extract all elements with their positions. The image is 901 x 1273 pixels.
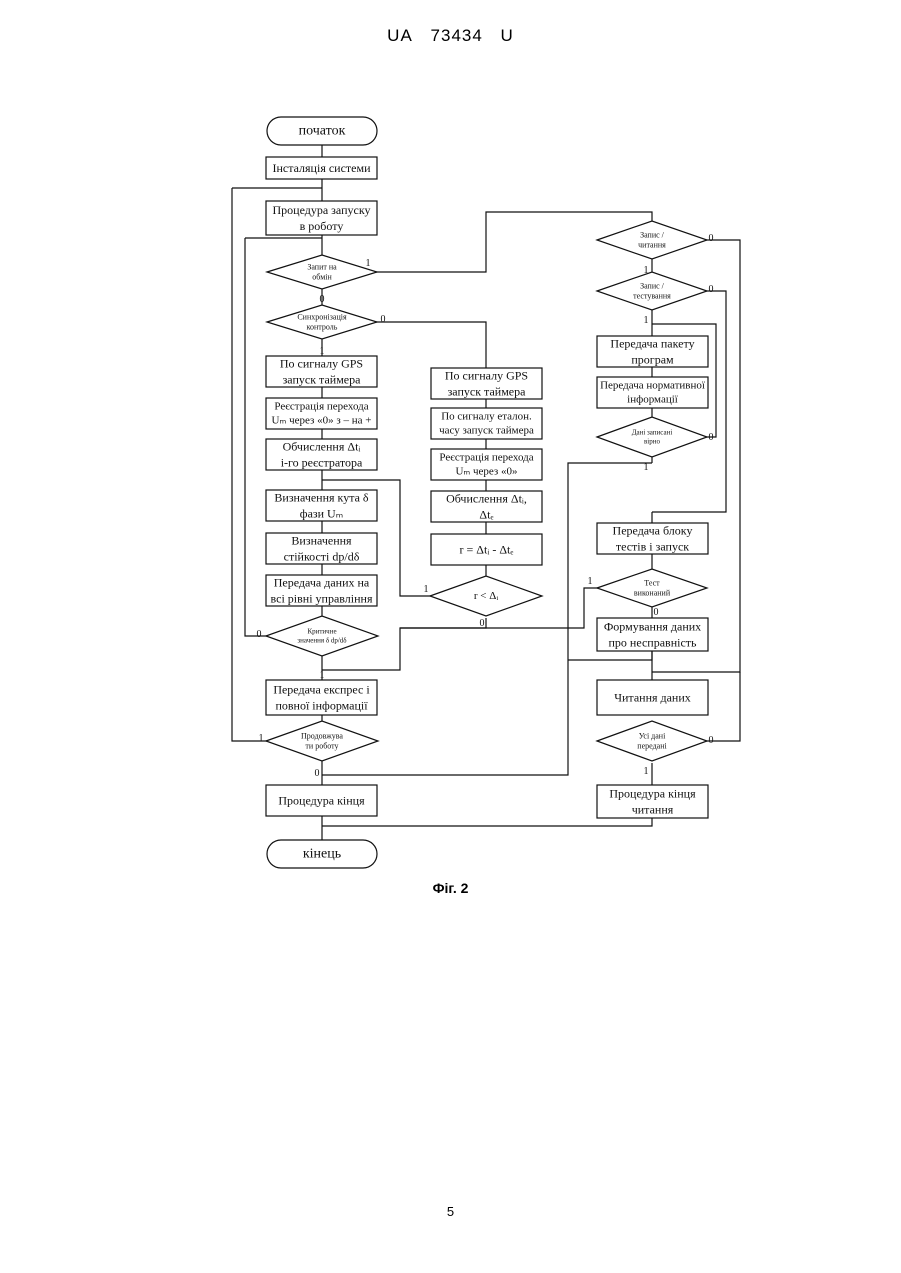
express-text: Передача експрес і	[273, 683, 370, 697]
all-sent-zero-line	[706, 672, 740, 741]
written_ok-text: Дані записані	[632, 428, 673, 436]
branch-label-zero: 0	[320, 294, 325, 305]
reg_mid-text: Реєстрація перехода	[439, 451, 533, 463]
transfer_pkg-text: програм	[631, 352, 674, 366]
write_read-text: Запис /	[640, 230, 665, 239]
fault-text: про несправність	[608, 635, 697, 649]
angle-text: фази Uₘ	[300, 506, 343, 520]
transfer_norm-text: інформації	[627, 394, 679, 406]
read_end-text: читання	[632, 802, 674, 816]
branch-label-one: 1	[320, 670, 325, 681]
branch-label-zero: 0	[709, 735, 714, 746]
sync-text: Синхронізація	[297, 312, 347, 321]
test_done-text: виконаний	[634, 589, 671, 598]
branch-label-zero: 0	[315, 768, 320, 779]
critical-loop-line	[245, 238, 268, 636]
gps_mid-text: запуск таймера	[448, 384, 527, 398]
branch-label-one: 1	[644, 766, 649, 777]
write_read-text: читання	[638, 241, 666, 250]
branch-label-one: 1	[424, 584, 429, 595]
gps_left-text: запуск таймера	[283, 372, 362, 386]
install-text: Інсталяція системи	[272, 161, 371, 175]
transfer_norm-text: Передача нормативної	[600, 379, 706, 391]
reg_left-text: Реєстрація перехода	[274, 400, 368, 412]
launch-text: в роботу	[300, 219, 344, 233]
all_sent-text: Усі дані	[639, 731, 666, 740]
figure-caption: Фіг. 2	[0, 880, 901, 896]
compare-text: r < Δᵢ	[474, 590, 498, 602]
write_test-text: Запис /	[640, 281, 665, 290]
test_done-text: Тест	[644, 578, 660, 587]
branch-label-zero: 0	[654, 607, 659, 618]
continue-loop-line	[232, 188, 268, 741]
branch-label-zero: 0	[709, 432, 714, 443]
end_proc-text: Процедура кінця	[278, 794, 365, 808]
branch-label-one: 1	[588, 576, 593, 587]
branch-label-one: 1	[366, 258, 371, 269]
critical-text: значення δ dp/dδ	[297, 637, 347, 645]
gps_left-text: По сигналу GPS	[280, 357, 363, 371]
branch-label-one: 1	[259, 733, 264, 744]
launch-text: Процедура запуску	[272, 203, 370, 217]
branch-label-zero: 0	[709, 233, 714, 244]
written_ok-text: вірно	[644, 438, 660, 446]
reg_mid-text: Uₘ через «0»	[455, 466, 517, 478]
stability-text: стійкості dp/dδ	[284, 549, 360, 563]
sync-to-mid-line	[376, 322, 486, 368]
branch-label-one: 1	[644, 265, 649, 276]
branch-label-zero: 0	[709, 284, 714, 295]
fault-text: Формування даних	[604, 620, 701, 634]
page-number: 5	[0, 1204, 901, 1219]
end-text: кінець	[303, 847, 341, 862]
calc_mid-text: Обчислення Δtᵢ,	[446, 492, 527, 506]
transfer_pkg-text: Передача пакету	[610, 337, 694, 351]
read_end-text: Процедура кінця	[609, 787, 696, 801]
calc_left-text: і-го реєстратора	[281, 455, 363, 469]
branch-label-zero: 0	[480, 618, 485, 629]
all_sent-text: передані	[637, 742, 667, 751]
calc_left-text: Обчислення Δtᵢ	[283, 440, 361, 454]
gps_mid-text: По сигналу GPS	[445, 369, 528, 383]
angle-text: Визначення кута δ	[274, 491, 369, 505]
write_test-text: тестування	[633, 292, 671, 301]
request-text: обмін	[312, 273, 332, 282]
tests-text: тестів і запуск	[616, 539, 689, 553]
fault-return-line	[568, 651, 652, 660]
etalon-text: часу запуск таймера	[439, 425, 534, 437]
etalon-text: По сигналу еталон.	[441, 410, 532, 422]
stability-text: Визначення	[291, 534, 352, 548]
branch-label-one: 1	[320, 346, 325, 357]
read-text: Читання даних	[614, 691, 691, 705]
tests-text: Передача блоку	[613, 524, 693, 538]
calc_mid-text: Δtₑ	[479, 507, 493, 521]
request-text: Запит на	[307, 262, 337, 271]
continue-text: Продовжува	[301, 731, 343, 740]
reg_left-text: Uₘ через «0» з – на +	[272, 415, 372, 427]
transfer_all-text: Передача даних на	[274, 576, 370, 590]
start-text: початок	[299, 124, 346, 139]
branch-label-zero: 0	[257, 629, 262, 640]
critical-text: Критичне	[307, 627, 336, 635]
branch-label-one: 1	[644, 315, 649, 326]
transfer_all-text: всі рівні управління	[271, 591, 373, 605]
branch-label-one: 1	[644, 462, 649, 473]
continue-text: ти роботу	[305, 742, 338, 751]
sync-text: контроль	[307, 323, 338, 332]
branch-label-zero: 0	[381, 314, 386, 325]
tau-text: r = Δtᵢ - Δtₑ	[460, 543, 514, 557]
express-text: повної інформації	[275, 698, 368, 712]
